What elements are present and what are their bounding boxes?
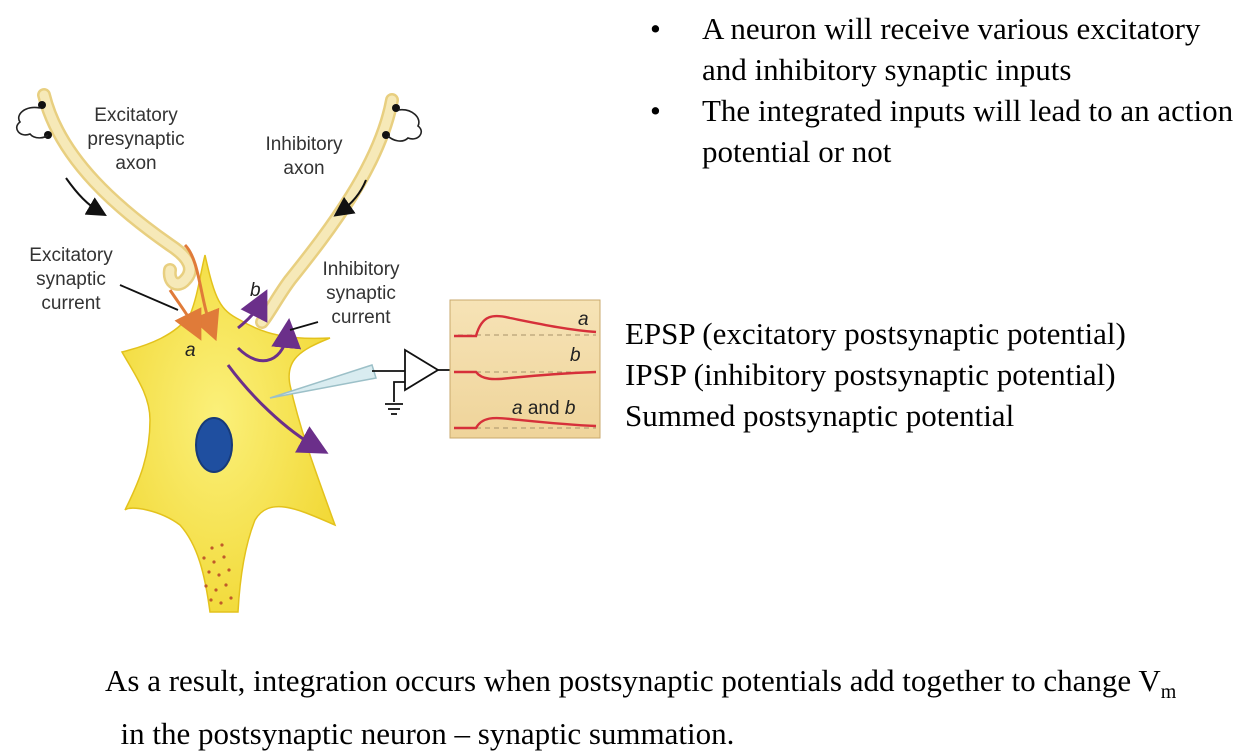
svg-text:presynaptic: presynaptic [87, 129, 184, 150]
axon-hillock [202, 543, 233, 605]
inhibitory-current-arrow-soma [226, 364, 329, 454]
trace-label-a: a [578, 309, 589, 330]
svg-text:Excitatory: Excitatory [29, 245, 113, 266]
label-inhibitory-current: Inhibitory synaptic current [322, 259, 400, 328]
summed-psp-label: Summed postsynaptic potential [625, 398, 1015, 433]
svg-text:Inhibitory: Inhibitory [322, 259, 400, 280]
label-excitatory-current: Excitatory synaptic current [29, 245, 113, 314]
excitatory-current-arrow [183, 243, 220, 342]
svg-text:synaptic: synaptic [36, 269, 106, 290]
ground-icon [385, 403, 403, 415]
label-excitatory-axon: Excitatory presynaptic axon [87, 105, 184, 174]
trace-panel: a b a and b [449, 299, 601, 439]
inhibitory-flow-arrow [333, 179, 367, 217]
bullet-item: • The integrated inputs will lead to an … [650, 90, 1240, 172]
svg-text:current: current [41, 293, 101, 314]
inhibitory-current-arrow-in [236, 318, 302, 363]
svg-text:axon: axon [115, 153, 156, 174]
bullet-marker: • [650, 93, 661, 128]
inhibitory-axon [255, 93, 423, 329]
ipsp-trace [454, 370, 597, 381]
label-site-b: b [250, 280, 261, 301]
excitatory-axon [15, 88, 197, 291]
bullet-item: • A neuron will receive various excitato… [650, 8, 1240, 90]
svg-text:synaptic: synaptic [326, 283, 396, 304]
excitatory-current-arrow-2 [168, 289, 202, 341]
excitatory-flow-arrow [65, 177, 107, 217]
nucleus [195, 417, 233, 473]
trace-label-a-and-b: a and b [512, 398, 575, 419]
bullet-text: A neuron will receive various excitatory… [702, 11, 1201, 87]
ipsp-label: IPSP (inhibitory postsynaptic potential) [625, 357, 1116, 392]
summed-trace [454, 416, 597, 430]
svg-text:current: current [331, 307, 391, 328]
bullet-marker: • [650, 11, 661, 46]
trace-label-b: b [570, 345, 581, 366]
svg-text:Excitatory: Excitatory [94, 105, 178, 126]
label-site-a: a [185, 340, 196, 361]
amplifier [393, 348, 450, 402]
conclusion-text: As a result, integration occurs when pos… [105, 663, 1177, 752]
svg-text:axon: axon [283, 158, 324, 179]
svg-text:Inhibitory: Inhibitory [265, 134, 343, 155]
bullet-text: The integrated inputs will lead to an ac… [702, 93, 1234, 169]
neuron-diagram: a b a and b Excitatory presynaptic axon … [15, 88, 601, 613]
label-inhibitory-axon: Inhibitory axon [265, 134, 343, 179]
bullet-list: • A neuron will receive various excitato… [650, 8, 1240, 172]
inhibitory-current-arrow-out [237, 289, 268, 330]
epsp-trace [454, 314, 597, 338]
recording-electrode [269, 364, 400, 399]
epsp-label: EPSP (excitatory postsynaptic potential) [625, 316, 1126, 351]
